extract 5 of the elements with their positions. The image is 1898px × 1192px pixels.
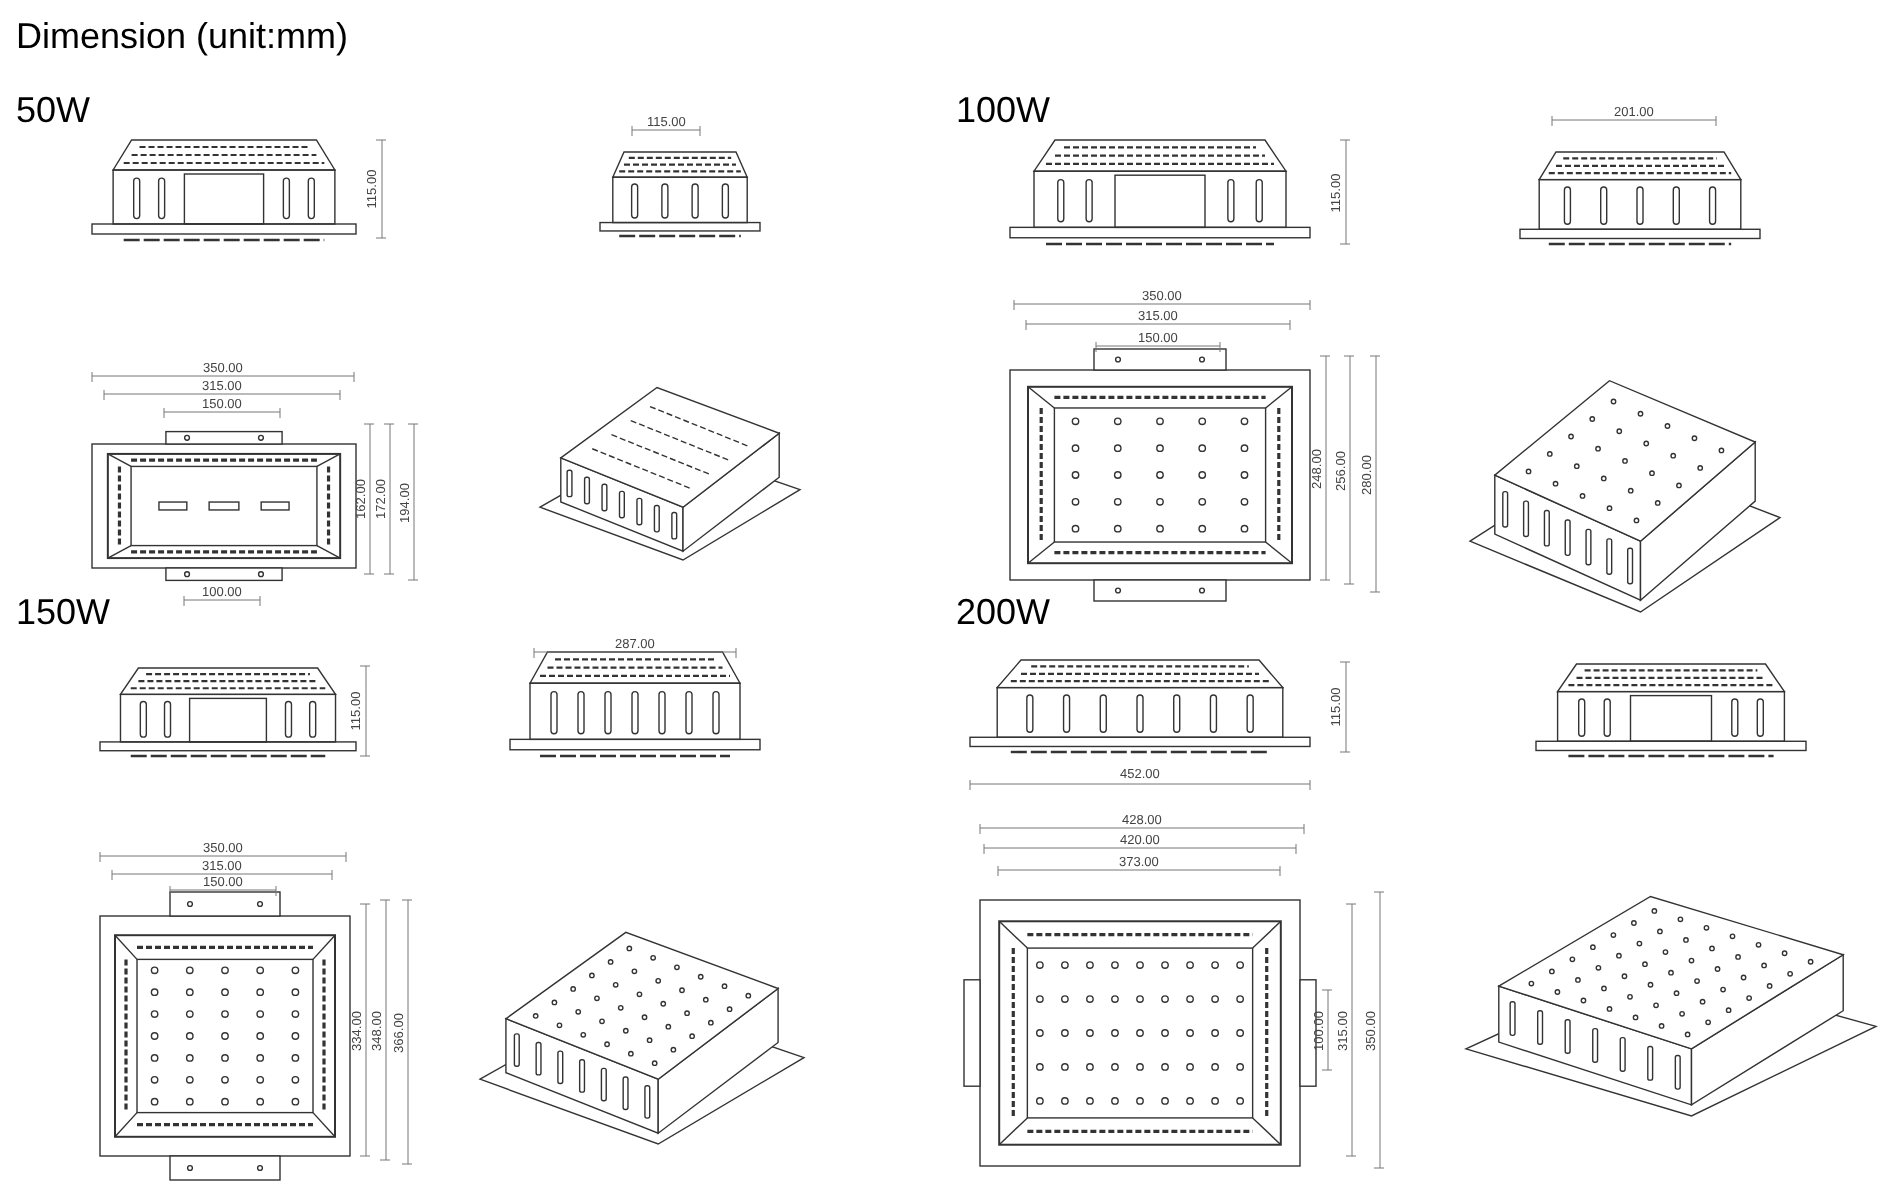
wattage-heading: 100W — [956, 90, 1051, 130]
wattage-heading: 150W — [16, 592, 111, 632]
wattage-heading: 50W — [16, 90, 91, 130]
wattage-heading: 200W — [956, 592, 1051, 632]
drawing-title: Dimension (unit:mm) — [16, 16, 349, 56]
